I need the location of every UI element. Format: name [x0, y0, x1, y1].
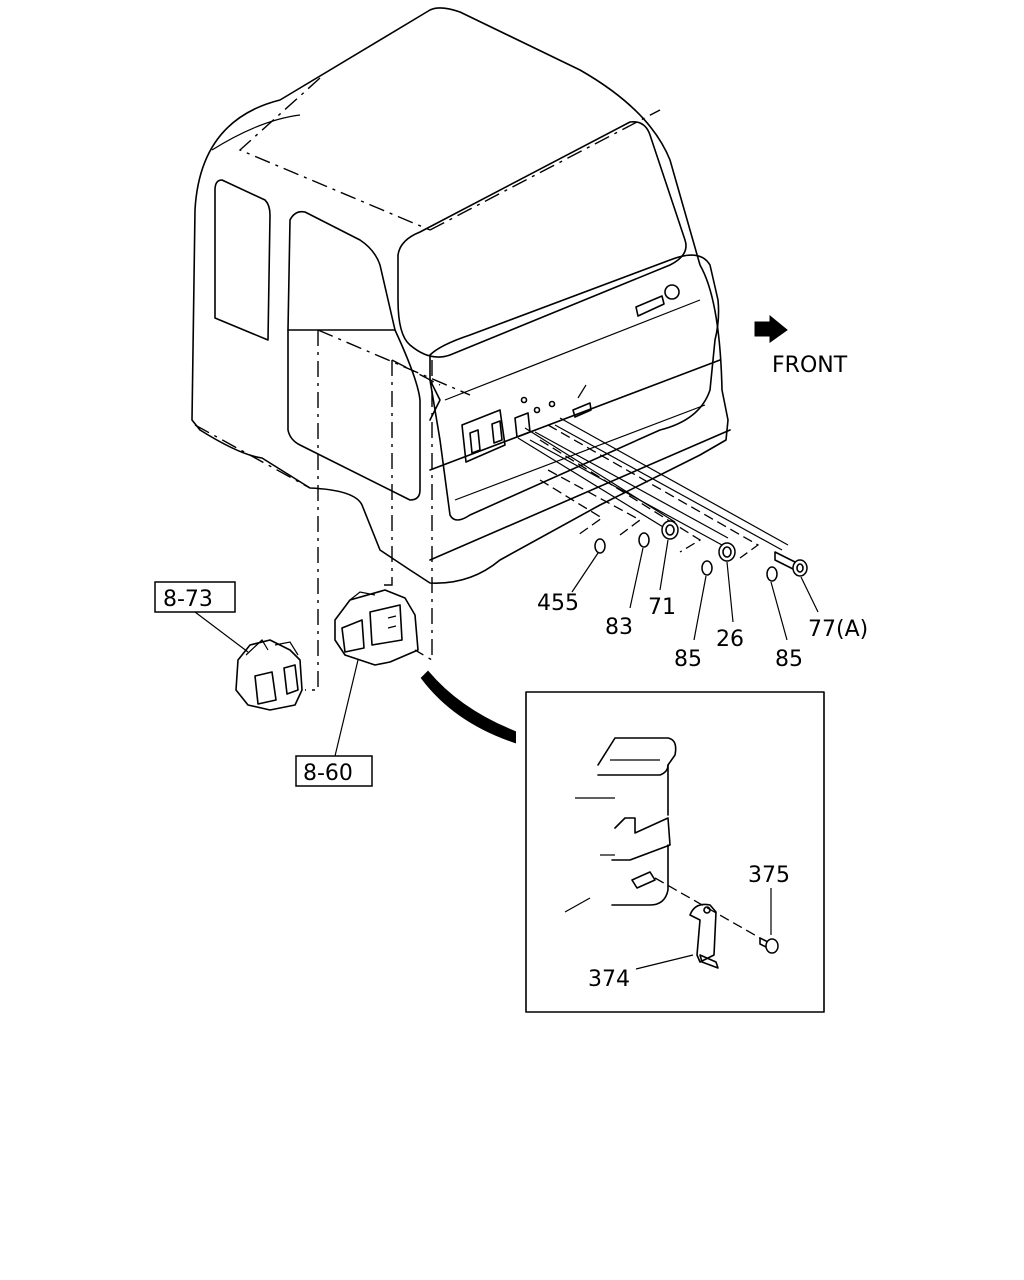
callout-71[interactable]: 71	[648, 595, 676, 620]
ref-box-8-73[interactable]	[154, 581, 236, 613]
detail-view	[525, 691, 825, 1013]
heater-unit-8-73	[235, 639, 303, 711]
callout-leaders	[571, 539, 819, 641]
washer-85b	[766, 566, 778, 582]
blower-unit-8-60	[334, 589, 419, 666]
washer-85a	[701, 560, 713, 576]
callout-375[interactable]: 375	[748, 863, 790, 888]
ref-8-60[interactable]: 8-60	[303, 761, 353, 786]
callout-26[interactable]: 26	[716, 627, 744, 652]
fasteners	[594, 520, 808, 582]
bolt-77a	[774, 551, 808, 577]
front-arrow-icon	[754, 314, 788, 343]
truck-cab	[191, 7, 731, 584]
detail-pointer	[420, 670, 516, 744]
ref-8-73[interactable]: 8-73	[163, 587, 213, 612]
callout-77a[interactable]: 77(A)	[808, 617, 868, 642]
nut-26	[718, 542, 736, 562]
assembly-lines	[305, 329, 789, 691]
callout-85-b[interactable]: 85	[775, 647, 803, 672]
callout-83[interactable]: 83	[605, 615, 633, 640]
callout-85-a[interactable]: 85	[674, 647, 702, 672]
front-label: FRONT	[772, 353, 848, 378]
washer-455	[594, 538, 606, 554]
callout-374[interactable]: 374	[588, 967, 630, 992]
callout-455[interactable]: 455	[537, 591, 579, 616]
washer-83	[638, 532, 650, 548]
nut-71	[661, 520, 679, 540]
callout-labels: 455 83 71 85 26 85 77(A) 375 374	[537, 591, 868, 992]
ref-box-8-60[interactable]	[295, 755, 373, 787]
